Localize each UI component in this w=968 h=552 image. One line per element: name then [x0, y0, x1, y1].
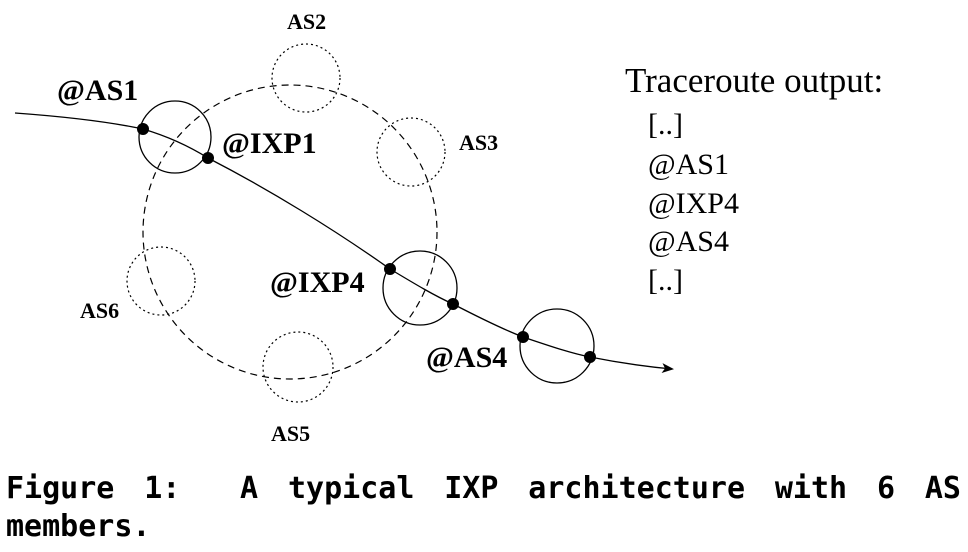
- traceroute-title: Traceroute output:: [625, 61, 883, 100]
- label-as6: AS6: [80, 298, 119, 323]
- hop-dot-ixp1: [202, 152, 214, 164]
- label-ixp4: @IXP4: [270, 266, 365, 299]
- caption-text: A typical IXP architecture with 6 AS mem…: [6, 471, 961, 544]
- label-as3: AS3: [459, 130, 498, 155]
- traceroute-line: @IXP4: [648, 187, 739, 220]
- label-as5: AS5: [271, 421, 310, 446]
- figure-caption: Figure 1: A typical IXP architecture wit…: [6, 470, 961, 546]
- hop-dot-as4-out: [584, 351, 596, 363]
- label-ixp1: @IXP1: [222, 127, 317, 160]
- as1-circle: [138, 100, 212, 174]
- traceroute-line: [..]: [648, 108, 683, 141]
- traceroute-line: @AS4: [648, 225, 729, 258]
- as2-circle: [271, 43, 341, 113]
- as6-circle: [126, 246, 196, 316]
- label-as4-hop: @AS4: [426, 341, 507, 374]
- traceroute-line: @AS1: [648, 148, 729, 181]
- hop-dot-ixp4: [384, 263, 396, 275]
- as4-circle: [519, 308, 595, 384]
- traceroute-line: [..]: [648, 264, 683, 297]
- hop-dot-as4-exit: [447, 298, 459, 310]
- as3-circle: [376, 117, 446, 187]
- ixp-boundary-circle: [142, 84, 438, 380]
- hop-dot-as4: [517, 331, 529, 343]
- as4-ixp-circle: [382, 250, 458, 326]
- traceroute-path: [14, 112, 674, 374]
- label-as1: @AS1: [57, 74, 138, 107]
- hop-dot-as1: [137, 123, 149, 135]
- as5-circle: [262, 331, 334, 403]
- label-as2: AS2: [287, 9, 326, 34]
- caption-label: Figure 1:: [6, 471, 181, 506]
